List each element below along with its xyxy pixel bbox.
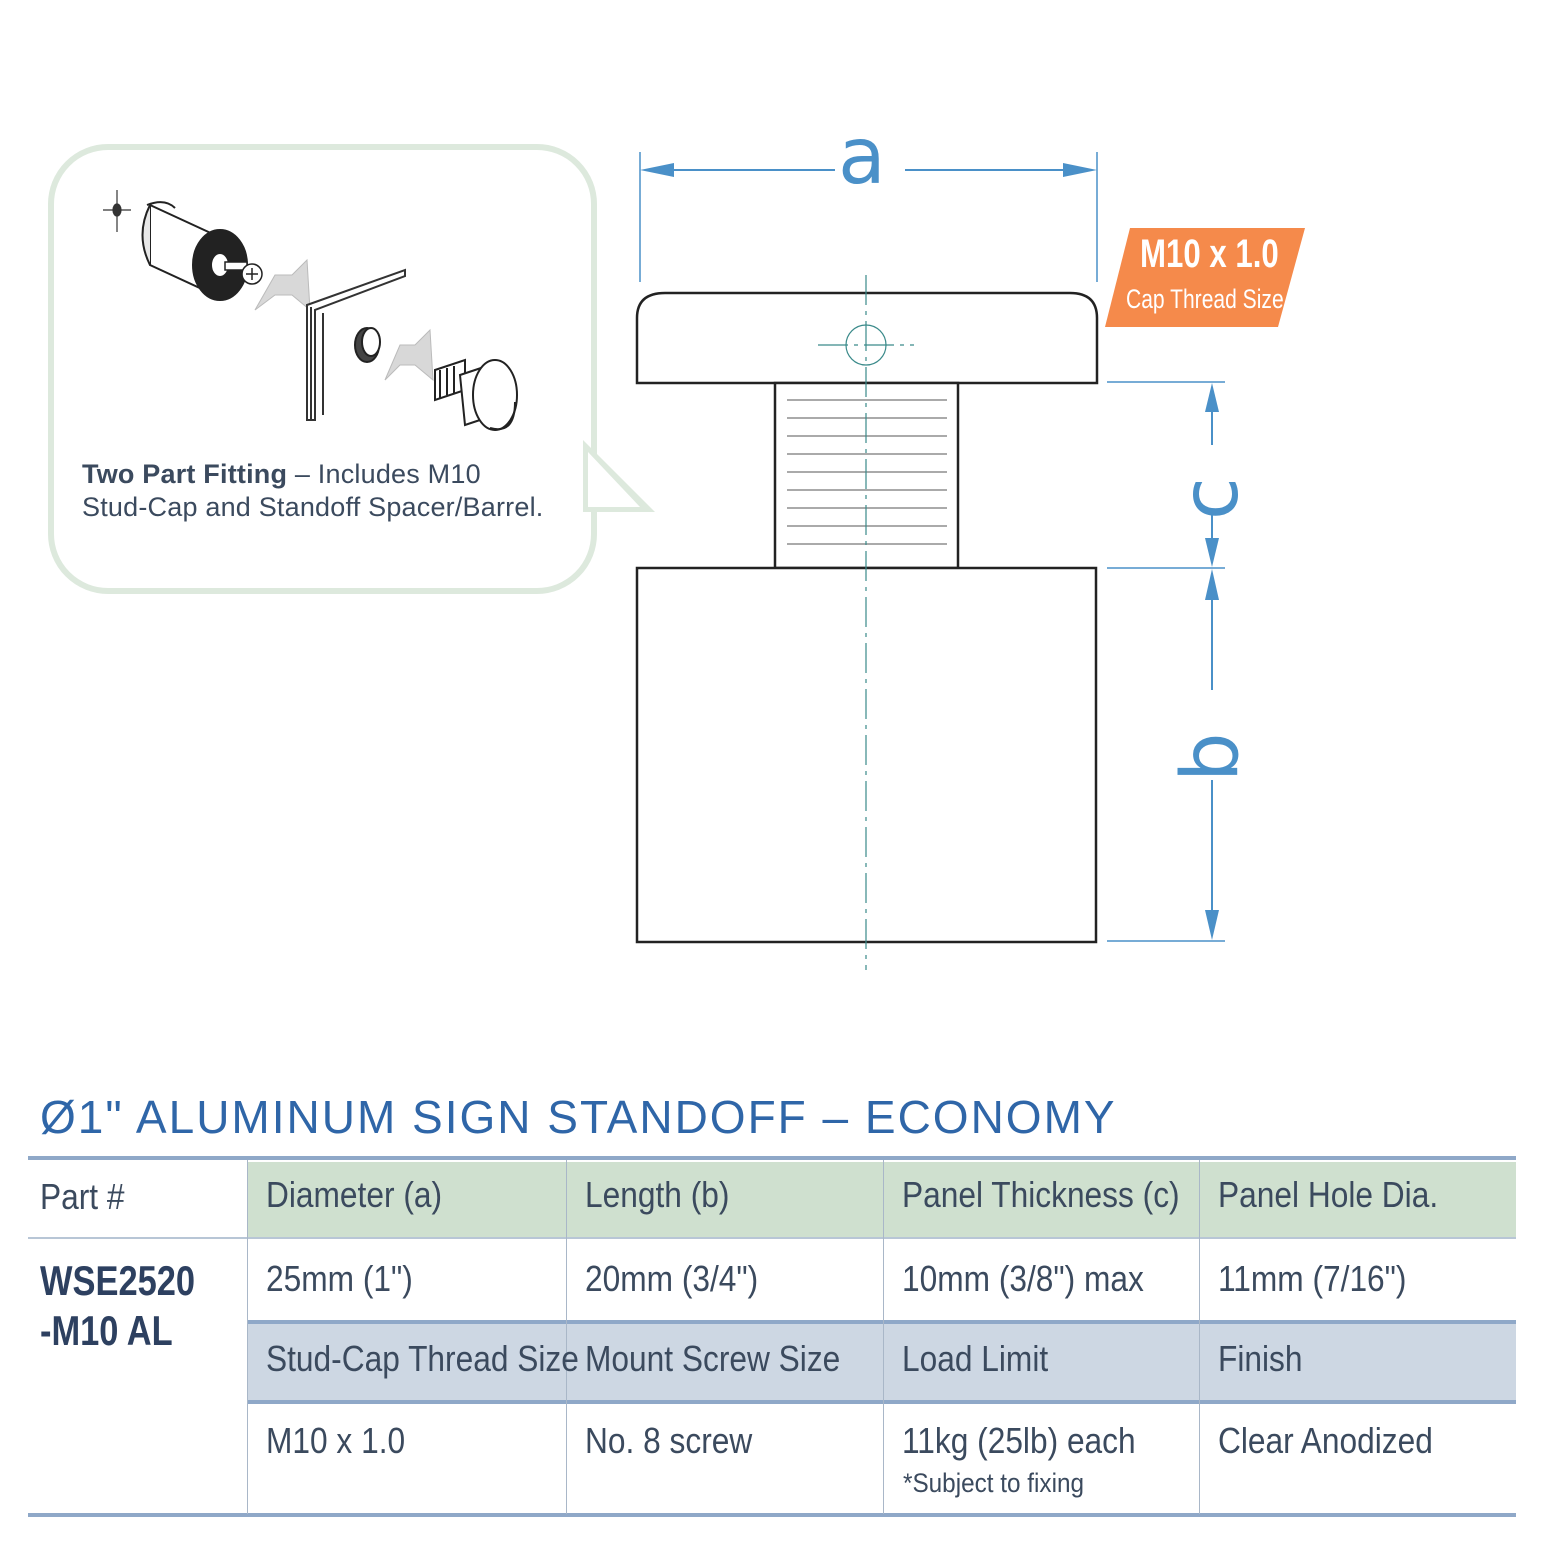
cap-icon — [354, 327, 381, 363]
value-length: 20mm (3/4") — [585, 1258, 759, 1299]
table-rule — [248, 1320, 1516, 1324]
load-note: *Subject to fixing — [903, 1468, 1085, 1498]
table-divider — [566, 1160, 567, 1514]
stud-cap-icon — [434, 358, 518, 431]
callout-bold-text: Two Part Fitting — [82, 459, 288, 489]
dimension-b-label: b — [1166, 732, 1256, 782]
assembly-illustration — [103, 190, 518, 431]
value-panel-thickness: 10mm (3/8") max — [902, 1258, 1144, 1299]
table-rule — [248, 1400, 1516, 1404]
header-panel-hole: Panel Hole Dia. — [1218, 1174, 1439, 1215]
header-load-limit: Load Limit — [902, 1338, 1049, 1379]
header-row-2-bg — [248, 1324, 1516, 1400]
value-finish: Clear Anodized — [1218, 1420, 1433, 1461]
header-length: Length (b) — [585, 1174, 730, 1215]
part-label: Part # — [40, 1176, 125, 1217]
table-divider — [1199, 1160, 1200, 1514]
header-stud-cap-thread: Stud-Cap Thread Size — [266, 1338, 579, 1379]
cap-shape — [635, 291, 1099, 385]
barrel-icon — [141, 201, 248, 301]
table-rule-top — [28, 1156, 1516, 1160]
header-panel-thickness: Panel Thickness (c) — [902, 1174, 1180, 1215]
value-diameter: 25mm (1") — [266, 1258, 413, 1299]
value-load-limit: 11kg (25lb) each — [902, 1420, 1136, 1461]
center-line — [818, 275, 914, 970]
table-divider — [883, 1160, 884, 1514]
badge-subtitle: Cap Thread Size — [1126, 284, 1284, 314]
dimension-a-label: a — [838, 112, 886, 202]
callout-text-line2: Stud-Cap and Standoff Spacer/Barrel. — [82, 492, 544, 522]
part-number-line1: WSE2520 — [40, 1257, 196, 1304]
header-row-1-bg — [248, 1162, 1516, 1238]
panel-icon — [306, 268, 406, 421]
barrel-shape — [635, 566, 1098, 944]
product-title: Ø1" ALUMINUM SIGN STANDOFF – ECONOMY — [40, 1091, 1117, 1143]
part-number: WSE2520-M10 AL — [40, 1256, 229, 1356]
callout-description: Two Part Fitting – Includes M10 Stud-Cap… — [82, 458, 602, 524]
arrow-icon — [384, 328, 434, 382]
table-rule — [28, 1237, 1516, 1239]
arrow-icon — [254, 258, 311, 312]
header-diameter: Diameter (a) — [266, 1174, 443, 1215]
thread-shape — [773, 381, 960, 570]
value-panel-hole: 11mm (7/16") — [1218, 1258, 1407, 1299]
value-mount-screw: No. 8 screw — [585, 1420, 753, 1461]
table-divider — [247, 1160, 248, 1514]
header-mount-screw: Mount Screw Size — [585, 1338, 841, 1379]
screw-icon — [224, 261, 263, 285]
part-number-line2: -M10 AL — [40, 1307, 173, 1354]
callout-text-line1: – Includes M10 — [287, 459, 481, 489]
badge-title: M10 x 1.0 — [1140, 232, 1279, 276]
dimension-c-b — [1107, 381, 1225, 942]
crosshair-icon — [103, 190, 131, 232]
dimension-c-label: c — [1166, 477, 1256, 520]
value-stud-cap-thread: M10 x 1.0 — [266, 1420, 406, 1461]
table-rule-bottom — [28, 1513, 1516, 1517]
header-finish: Finish — [1218, 1338, 1303, 1379]
